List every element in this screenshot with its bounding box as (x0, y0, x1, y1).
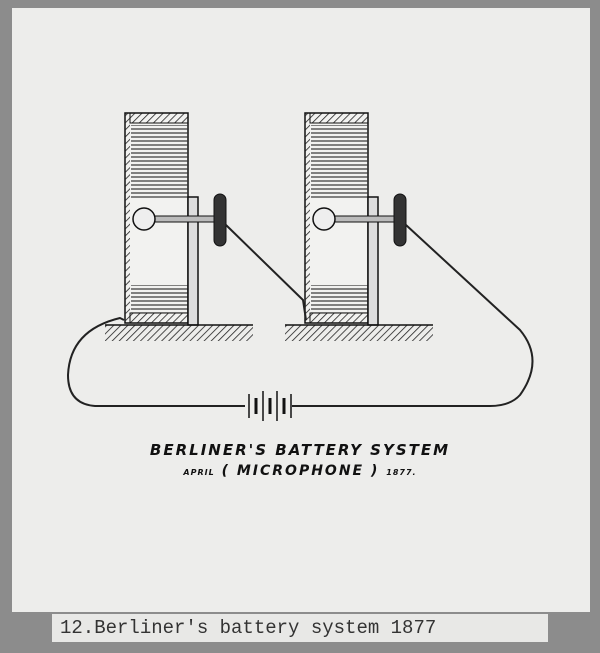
microphone-left (104, 112, 254, 342)
wire-circuit (66, 224, 534, 407)
drawing-title: BERLINER'S BATTERY SYSTEM (149, 441, 451, 459)
caption-label: 12.Berliner's battery system 1877 (52, 614, 548, 642)
battery-icon (248, 391, 292, 421)
drawing-card (12, 8, 590, 612)
subtitle-year: 1877. (386, 468, 417, 477)
drawing-subtitle: APRIL ( MICROPHONE ) 1877. (0, 463, 600, 479)
subtitle-month: APRIL (183, 468, 215, 477)
microphone-right (284, 112, 434, 342)
subtitle-microphone: ( MICROPHONE ) (221, 463, 380, 479)
